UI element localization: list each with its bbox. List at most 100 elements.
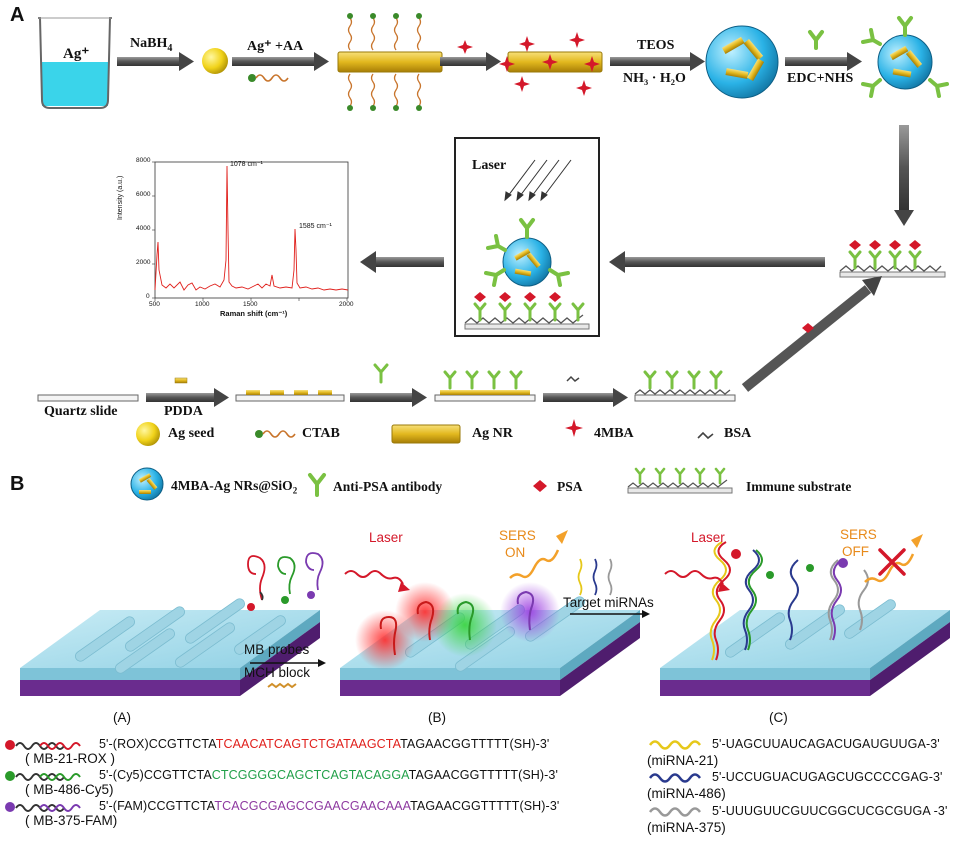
mba-star-icon — [457, 40, 473, 54]
quartz-slide — [37, 394, 139, 402]
ctab-icon — [248, 74, 289, 82]
probe-name-21: ( MB-21-ROX ) — [25, 751, 116, 766]
antibody-icon-bottom — [373, 363, 389, 384]
ytick-0: 0 — [146, 293, 150, 300]
legend-ctab-icon — [255, 430, 296, 438]
quartz-label: Quartz slide — [44, 404, 118, 419]
arrow-diagonal-psa — [741, 276, 882, 392]
spectrum-peak2: 1585 cm⁻¹ — [299, 223, 332, 230]
substrate-b — [340, 582, 640, 696]
beaker — [38, 17, 112, 109]
spectrum-peak1: 1078 cm⁻¹ — [230, 161, 263, 168]
legend-ctab: CTAB — [302, 426, 340, 441]
legend-antibody-icon — [308, 473, 326, 497]
mirna-seq-486: 5'-UCCUGUACUGAGCUGCCCCGAG-3' — [712, 770, 943, 784]
sers-off-arrow — [864, 553, 915, 583]
legend-psa: PSA — [557, 479, 583, 494]
state-a-label: (A) — [113, 710, 131, 725]
arrow-pdda — [146, 388, 229, 407]
laser-label-a: Laser — [472, 158, 507, 173]
spectrum-ylabel: Intensity (a.u.) — [117, 175, 124, 220]
legend-4mba: 4MBA — [594, 426, 634, 441]
arrow-step4 — [610, 52, 705, 71]
legend-ag-nr-icon — [391, 424, 461, 444]
laser-label-c: Laser — [691, 530, 725, 545]
mb-probes-label: MB probes — [244, 642, 310, 657]
legend-sphere-icon — [130, 467, 164, 501]
sers-on-label-1: SERS — [499, 528, 536, 543]
arrow-left-to-box — [609, 251, 825, 273]
arrow-left-to-spectrum — [360, 251, 444, 273]
mch-icon — [267, 682, 297, 689]
legend-bsa: BSA — [724, 426, 752, 441]
target-mirnas-icon — [577, 558, 613, 596]
legend-ag-seed-icon — [136, 422, 160, 446]
legend-mba-ag: 4MBA-Ag NRs@SiO2 — [171, 478, 298, 496]
arrow-step1 — [117, 52, 194, 71]
arrow-down-right — [894, 125, 914, 226]
ag-nr-4mba — [499, 32, 603, 96]
arrow-step2 — [232, 52, 329, 71]
state-b-label: (B) — [428, 710, 446, 725]
laser-label-b: Laser — [369, 530, 403, 545]
probe-strand-icons — [15, 742, 81, 812]
legend-immune-substrate-icon — [627, 467, 733, 494]
silica-sphere — [705, 25, 779, 99]
ag-nr-ctab — [337, 13, 443, 111]
sers-on-arrow — [509, 549, 560, 579]
slide-with-antibody — [434, 370, 536, 402]
mirna-seq-375: 5'-UUUGUUCGUUCGGCUCGCGUGA -3' — [712, 804, 948, 818]
probe-seq-486: 5'-(Cy5)CCGTTCTACTCGGGGCAGCTCAGTACAGGATA… — [99, 768, 558, 782]
arrow-target-mirnas — [570, 610, 650, 618]
state-c-label: (C) — [769, 710, 788, 725]
xtick-500: 500 — [149, 301, 160, 308]
legend-antibody: Anti-PSA antibody — [333, 479, 443, 494]
probe-seq-375: 5'-(FAM)CCGTTCTATCACGCGAGCCGAACGAACAAATA… — [99, 799, 560, 813]
probe-name-375: ( MB-375-FAM) — [25, 813, 118, 828]
off-cross-icon — [878, 548, 906, 576]
target-mirnas-label: Target miRNAs — [563, 595, 654, 610]
arrow-antibody — [350, 388, 427, 407]
probe-name-486: ( MB-486-Cy5) — [25, 782, 114, 797]
xtick-2000: 2000 — [339, 301, 354, 308]
mch-block-label: MCH block — [244, 665, 311, 680]
pdda-rod-icon — [174, 377, 188, 384]
legend-bsa-icon — [697, 431, 714, 440]
legend-4mba-icon — [565, 419, 583, 437]
legend-ag-nr: Ag NR — [472, 426, 513, 441]
edc-label: EDC+NHS — [787, 71, 854, 86]
mirna-name-375: (miRNA-375) — [647, 820, 726, 835]
legend-immune: Immune substrate — [746, 479, 852, 494]
probe-seq-21: 5'-(ROX)CCGTTCTATCAACATCAGTCTGATAAGCTATA… — [99, 737, 550, 751]
ytick-4000: 4000 — [136, 225, 151, 232]
antibody-sphere — [861, 16, 949, 98]
legend-ag-seed: Ag seed — [168, 426, 215, 441]
beaker-label: Ag⁺ — [63, 46, 90, 62]
xtick-1000: 1000 — [195, 301, 210, 308]
substrate-a — [20, 598, 320, 696]
step1-label: NaBH4 — [130, 36, 173, 54]
immune-substrate — [634, 370, 736, 402]
xtick-1500: 1500 — [243, 301, 258, 308]
mirna-strand-icons — [648, 740, 702, 817]
nh3-label: NH₃ · H₂O — [623, 71, 686, 86]
pdda-label: PDDA — [164, 404, 203, 419]
psa-icon-arrow — [802, 323, 814, 333]
substrate-c — [660, 541, 950, 696]
laser-detection-box — [454, 137, 600, 337]
arrow-mb-probes — [250, 659, 326, 667]
raman-spectrum — [152, 161, 349, 301]
sers-off-label-1: SERS — [840, 527, 877, 542]
antibody-icon — [808, 30, 824, 50]
ag-seed-icon — [202, 48, 228, 74]
ytick-2000: 2000 — [136, 259, 151, 266]
ytick-8000: 8000 — [136, 157, 151, 164]
laser-arrow-c — [664, 570, 724, 585]
spectrum-xlabel: Raman shift (cm⁻¹) — [220, 309, 288, 318]
bsa-icon-arrow — [566, 375, 580, 382]
step2-label: Ag⁺ +AA — [247, 39, 304, 54]
ytick-6000: 6000 — [136, 191, 151, 198]
mirna-name-486: (miRNA-486) — [647, 786, 726, 801]
teos-label: TEOS — [637, 38, 675, 53]
